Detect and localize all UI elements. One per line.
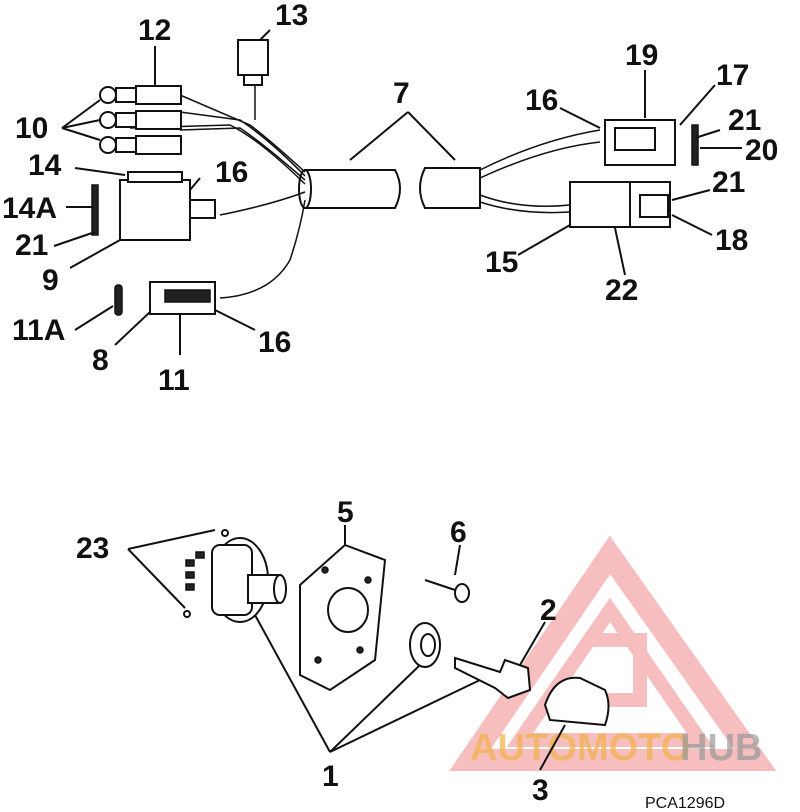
ring-terminal-bottom xyxy=(99,135,182,155)
callout-11a: 11A xyxy=(12,314,65,347)
callout-16-bottom: 16 xyxy=(258,326,291,359)
callout-16-left: 16 xyxy=(215,156,248,189)
watermark-text-auto: AUTOMOTO xyxy=(470,727,690,769)
wiring-harness xyxy=(91,39,699,316)
callout-9: 9 xyxy=(42,264,59,297)
callout-16-right: 16 xyxy=(525,84,558,117)
callout-20: 20 xyxy=(745,134,778,167)
harness-leader-lines xyxy=(53,29,742,355)
callout-7: 7 xyxy=(393,77,410,110)
callout-21-right-top: 21 xyxy=(728,104,761,137)
callout-15: 15 xyxy=(485,246,518,279)
ignition-leader-lines xyxy=(127,525,566,771)
callout-21-right-bottom: 21 xyxy=(712,166,745,199)
callout-1: 1 xyxy=(322,760,339,793)
callout-8: 8 xyxy=(92,344,109,377)
callout-22: 22 xyxy=(605,274,638,307)
ring-terminal-top xyxy=(99,85,182,105)
callout-10: 10 xyxy=(15,112,48,145)
watermark-logo xyxy=(449,535,777,771)
callout-6: 6 xyxy=(450,516,467,549)
callout-3: 3 xyxy=(532,774,549,807)
callout-18: 18 xyxy=(715,224,748,257)
ring-terminal-mid xyxy=(99,110,182,130)
callout-2: 2 xyxy=(540,594,557,627)
callout-14a: 14A xyxy=(2,192,57,225)
callout-11: 11 xyxy=(158,364,190,397)
watermark-text-hub: HUB xyxy=(680,727,762,769)
callout-14: 14 xyxy=(28,149,62,182)
callout-23: 23 xyxy=(76,532,109,565)
reference-code: PCA1296D xyxy=(645,795,725,812)
callout-labels: 12 13 10 14 16 14A 21 9 11A 8 11 16 7 16… xyxy=(2,0,778,807)
callout-5: 5 xyxy=(337,496,354,529)
callout-21-left: 21 xyxy=(15,229,48,262)
callout-17: 17 xyxy=(716,59,749,92)
callout-19: 19 xyxy=(625,39,658,72)
callout-12: 12 xyxy=(138,14,171,47)
ignition-switch-assembly xyxy=(183,529,610,727)
callout-13: 13 xyxy=(275,0,308,32)
